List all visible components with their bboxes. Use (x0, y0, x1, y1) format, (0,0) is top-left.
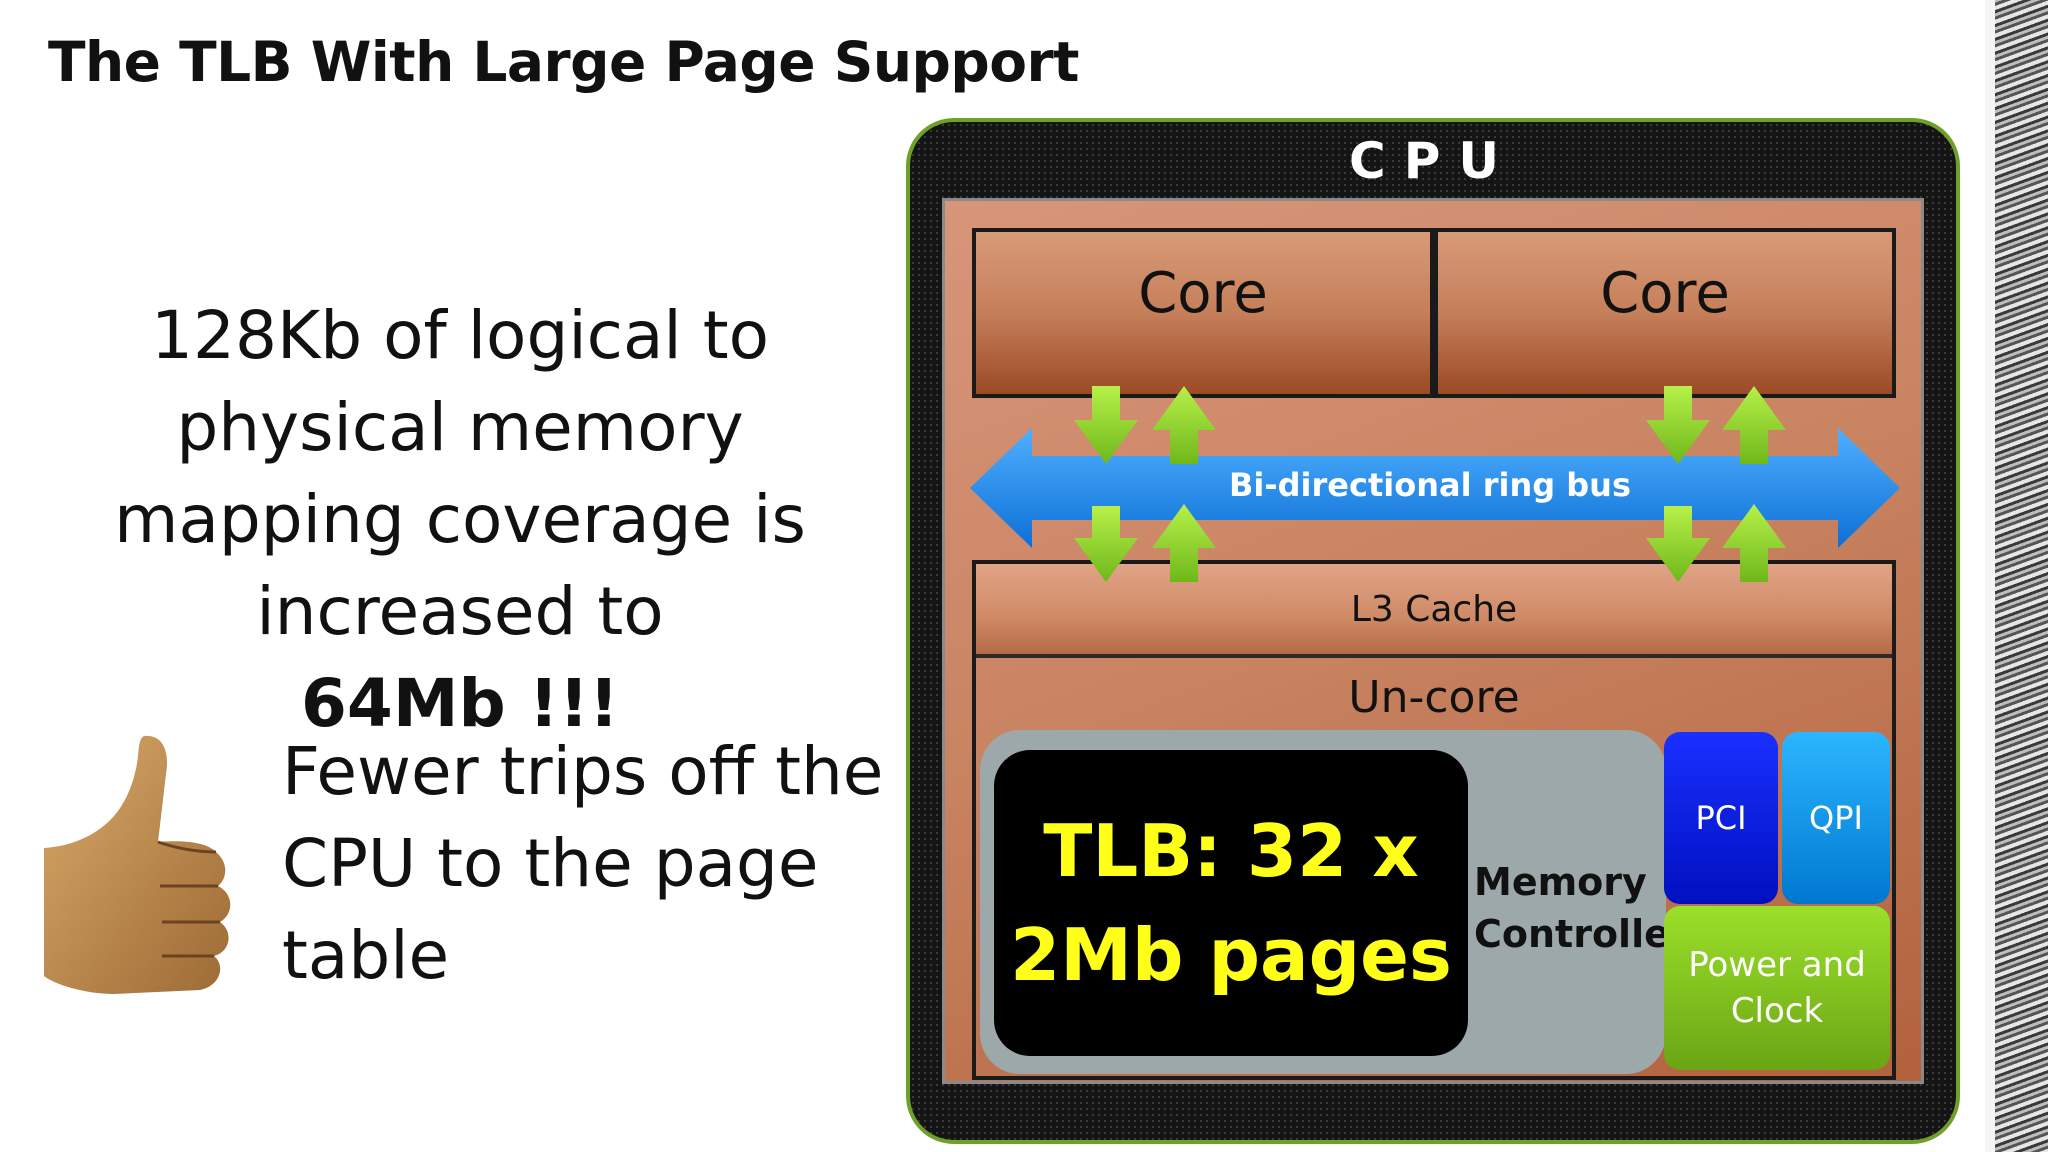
thumbs-up-icon (44, 735, 231, 994)
tlb-label: TLB: 32 x 2Mb pages (1010, 809, 1452, 997)
down-arrow (1646, 506, 1710, 582)
core-right: Core (1434, 228, 1896, 398)
cpu-label: CPU (1349, 132, 1517, 190)
cache-uncore-block (972, 560, 1896, 1080)
mapping-coverage-text: 128Kb of logical to physical memory mapp… (30, 290, 890, 750)
pci-label: PCI (1695, 799, 1747, 837)
slide-edge-decoration (1985, 0, 2048, 1152)
arrow-pair-upper-left (1074, 386, 1216, 464)
l3-cache: L3 Cache (976, 564, 1892, 658)
up-arrow (1152, 386, 1216, 464)
up-arrow (1722, 504, 1786, 582)
arrow-pair-lower-right (1646, 504, 1786, 582)
core-right-label: Core (1600, 260, 1730, 326)
ring-bus-diagram (970, 386, 1900, 582)
down-arrow (1646, 386, 1710, 464)
uncore-label: Un-core (1348, 672, 1520, 723)
l3-cache-label: L3 Cache (1350, 588, 1518, 630)
down-arrow (1074, 386, 1138, 464)
down-arrow (1074, 506, 1138, 582)
fewer-trips-text: Fewer trips off the CPU to the page tabl… (282, 733, 884, 994)
core-left-label: Core (1138, 260, 1268, 326)
power-clock-block: Power and Clock (1664, 906, 1890, 1070)
ring-bus-label: Bi-directional ring bus (1228, 466, 1631, 504)
core-left: Core (972, 228, 1434, 398)
up-arrow (1152, 504, 1216, 582)
mapping-coverage-value: 64Mb !!! (300, 665, 620, 742)
qpi-block: QPI (1782, 732, 1890, 904)
qpi-label: QPI (1809, 799, 1863, 837)
memory-controller-label: Memory Controller (1474, 860, 1689, 956)
power-clock-label: Power and Clock (1688, 945, 1866, 1031)
slide-title: The TLB With Large Page Support (48, 30, 1079, 94)
mapping-coverage-main: 128Kb of logical to physical memory mapp… (114, 297, 806, 650)
slide-edge-highlight (1985, 0, 1995, 1152)
tlb-box: TLB: 32 x 2Mb pages (994, 750, 1468, 1056)
up-arrow (1722, 386, 1786, 464)
arrow-pair-upper-right (1646, 386, 1786, 464)
pci-block: PCI (1664, 732, 1778, 904)
arrow-pair-lower-left (1074, 504, 1216, 582)
